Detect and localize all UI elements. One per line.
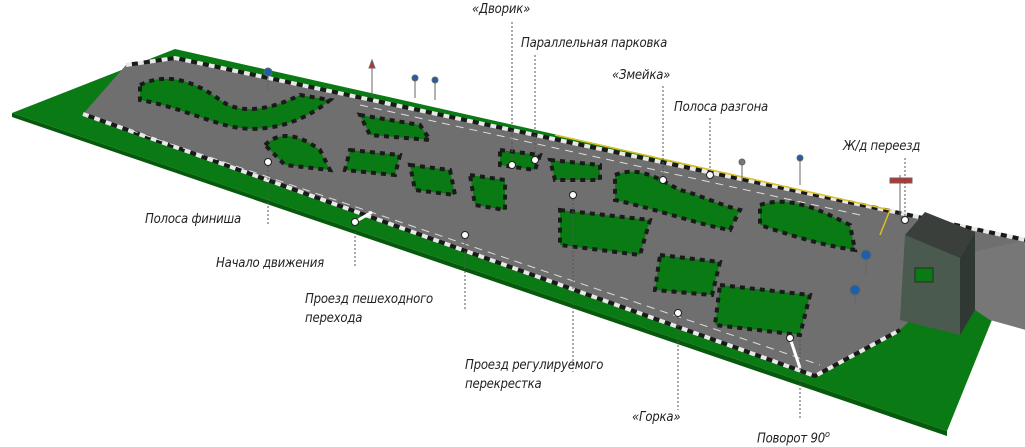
label-zmeika: «Змейка» bbox=[612, 68, 671, 83]
label-railway-crossing: Ж/д переезд bbox=[843, 139, 921, 154]
label-acceleration-lane: Полоса разгона bbox=[674, 100, 769, 115]
road-marking bbox=[359, 104, 861, 216]
label-regulated-intersection-line2: перекрестка bbox=[465, 377, 542, 392]
label-start: Начало движения bbox=[216, 256, 324, 271]
degree-sign: o bbox=[824, 430, 830, 440]
label-gorka: «Горка» bbox=[632, 410, 681, 425]
label-regulated-intersection-line1: Проезд регулируемого bbox=[465, 358, 604, 373]
label-turn-90-text: Поворот 90 bbox=[757, 431, 825, 447]
label-dvorik: «Дворик» bbox=[472, 2, 531, 17]
label-finish-lane: Полоса финиша bbox=[145, 212, 242, 227]
lower-curb bbox=[82, 112, 901, 379]
label-pedestrian-crossing: Проезд пешеходного перехода bbox=[305, 292, 433, 327]
label-parallel-parking: Параллельная парковка bbox=[521, 36, 668, 51]
label-pedestrian-crossing-line2: перехода bbox=[305, 311, 363, 326]
leader-lines bbox=[267, 22, 906, 420]
label-regulated-intersection: Проезд регулируемого перекрестка bbox=[465, 358, 603, 393]
label-turn-90: Поворот 90o bbox=[757, 427, 830, 447]
side-road bbox=[960, 240, 1025, 330]
road-signs bbox=[263, 58, 913, 305]
control-building bbox=[900, 235, 960, 335]
grass-edge bbox=[12, 113, 947, 436]
marker-dots bbox=[264, 156, 909, 342]
track-islands bbox=[138, 76, 858, 338]
railway-yellow-line bbox=[554, 134, 892, 236]
label-pedestrian-crossing-line1: Проезд пешеходного bbox=[305, 292, 434, 307]
